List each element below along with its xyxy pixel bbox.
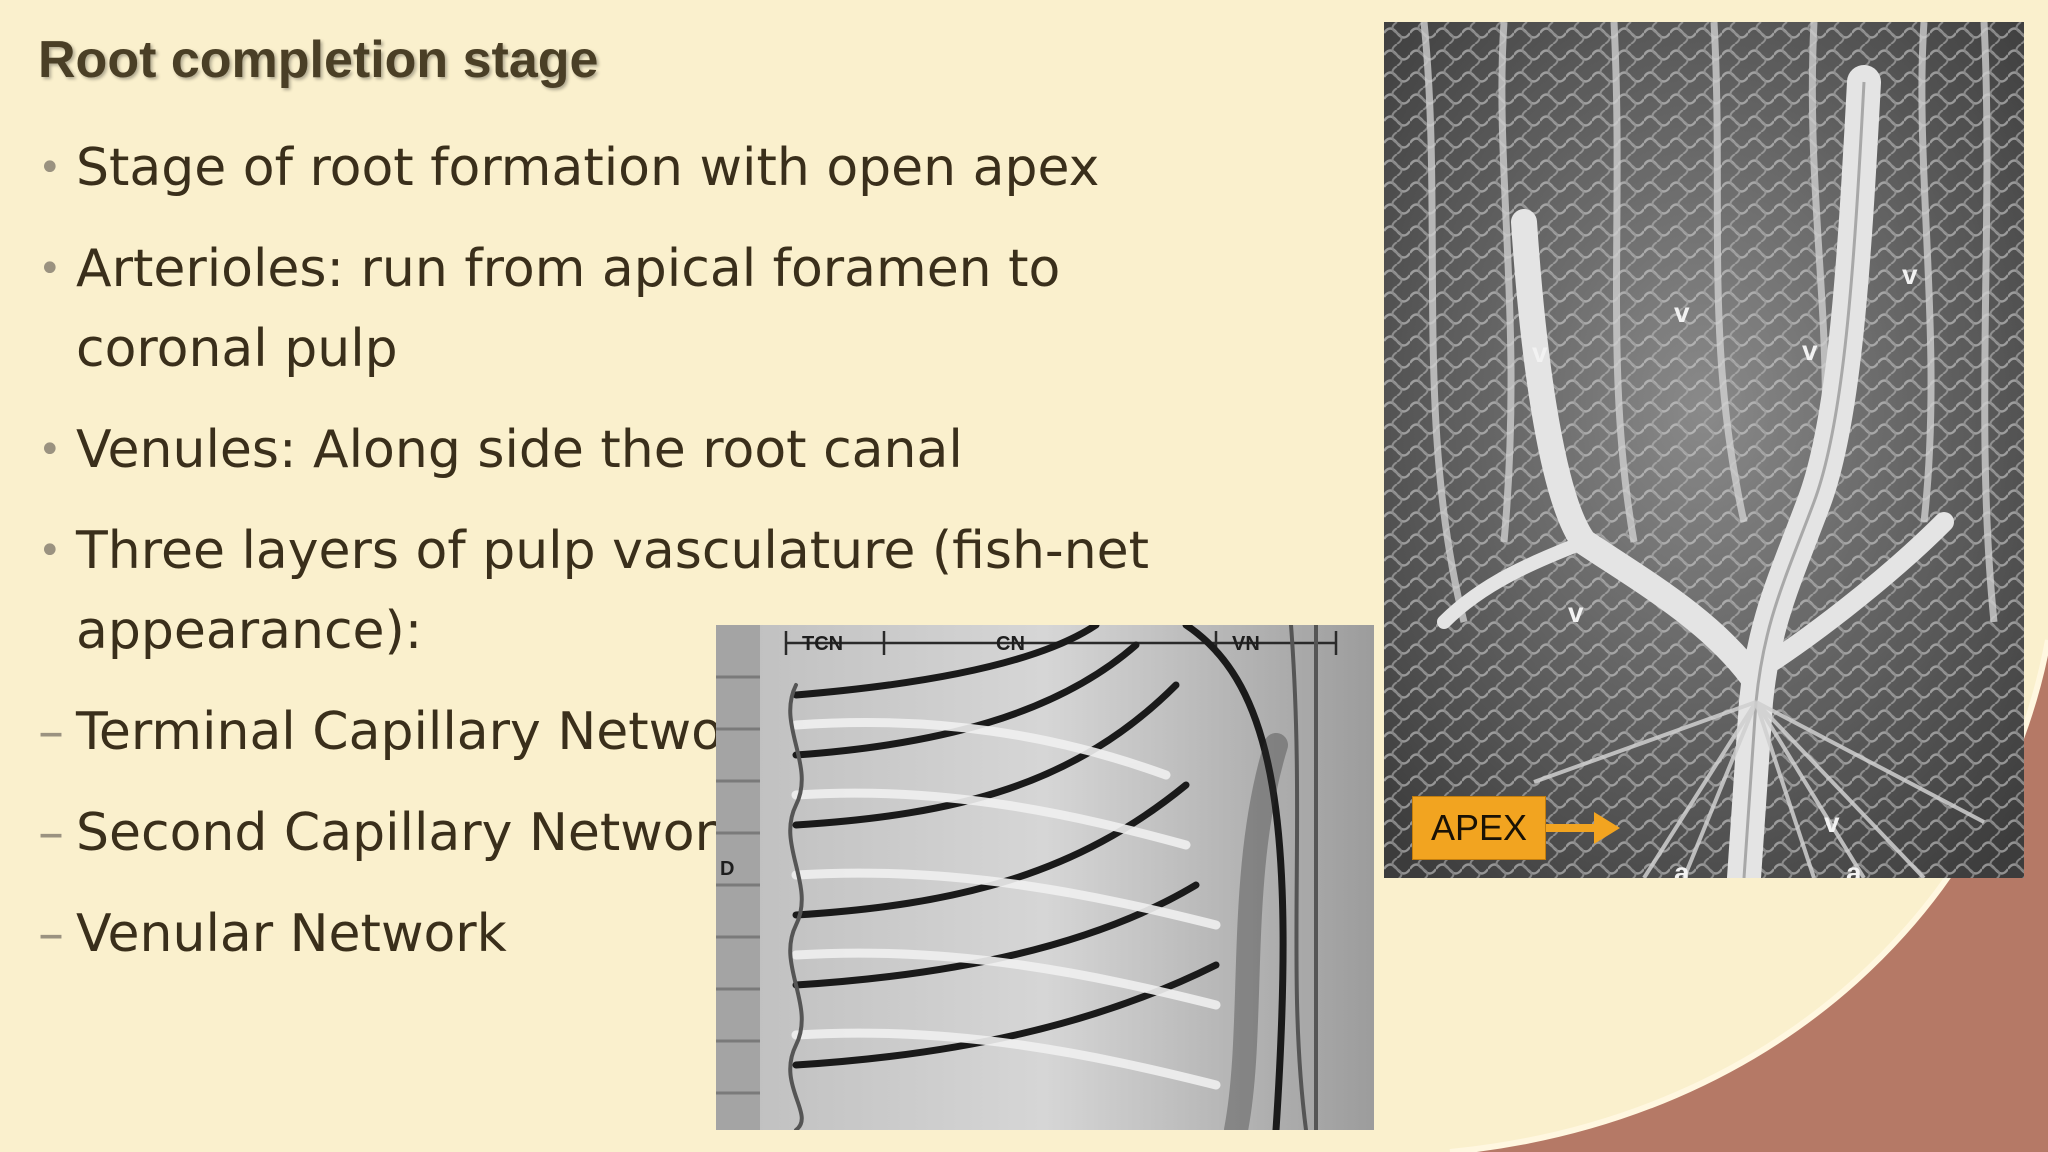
apex-label: APEX — [1412, 796, 1546, 860]
sub-bullet-text: Venular Network — [76, 904, 507, 964]
bullet-item: • Venules: Along side the root canal — [38, 410, 1198, 490]
vessel-letter: v — [1532, 337, 1548, 368]
bullet-marker: • — [38, 427, 62, 473]
sub-bullet-marker: – — [38, 803, 64, 863]
bullet-item: • Stage of root formation with open apex — [38, 128, 1198, 208]
sem-vasculature-photo: v v v v v v a a — [1384, 22, 2024, 878]
vessel-letter: v — [1802, 335, 1818, 366]
bullet-text: Arterioles: run from apical foramen to c… — [76, 239, 1061, 379]
vessel-letter: v — [1568, 597, 1584, 628]
bullet-item: • Three layers of pulp vasculature (fish… — [38, 511, 1198, 671]
sub-bullet-marker: – — [38, 904, 64, 964]
bullet-text: Three layers of pulp vasculature (fish-n… — [76, 521, 1150, 661]
diagram-label: CN — [996, 633, 1025, 655]
vessel-letter: a — [1846, 857, 1862, 878]
vessel-letter: a — [1674, 857, 1690, 878]
bullet-marker: • — [38, 246, 62, 292]
bullet-item: • Arterioles: run from apical foramen to… — [38, 229, 1198, 389]
bullet-marker: • — [38, 145, 62, 191]
apex-arrow-icon — [1546, 812, 1620, 844]
bullet-marker: • — [38, 528, 62, 574]
diagram-label: VN — [1232, 633, 1260, 655]
sub-bullet-text: Second Capillary Network — [76, 803, 747, 863]
diagram-label: TCN — [802, 633, 843, 655]
vessel-letter: v — [1902, 259, 1918, 290]
sub-bullet-text: Terminal Capillary Network — [76, 702, 775, 762]
sub-bullet-marker: – — [38, 702, 64, 762]
sub-bullet-item: – Venular Network — [38, 894, 1198, 974]
bullet-text: Stage of root formation with open apex — [76, 138, 1100, 198]
vessel-letter: v — [1824, 807, 1840, 838]
slide-title: Root completion stage — [38, 31, 599, 89]
sub-bullet-item: – Terminal Capillary Network — [38, 692, 1198, 772]
vasculature-diagram-photo: TCN CN VN D — [716, 625, 1374, 1130]
vessel-letter: v — [1674, 297, 1690, 328]
sub-bullet-item: – Second Capillary Network — [38, 793, 1198, 873]
diagram-label: D — [720, 858, 734, 880]
bullet-list: • Stage of root formation with open apex… — [38, 128, 1198, 995]
bullet-text: Venules: Along side the root canal — [76, 420, 963, 480]
